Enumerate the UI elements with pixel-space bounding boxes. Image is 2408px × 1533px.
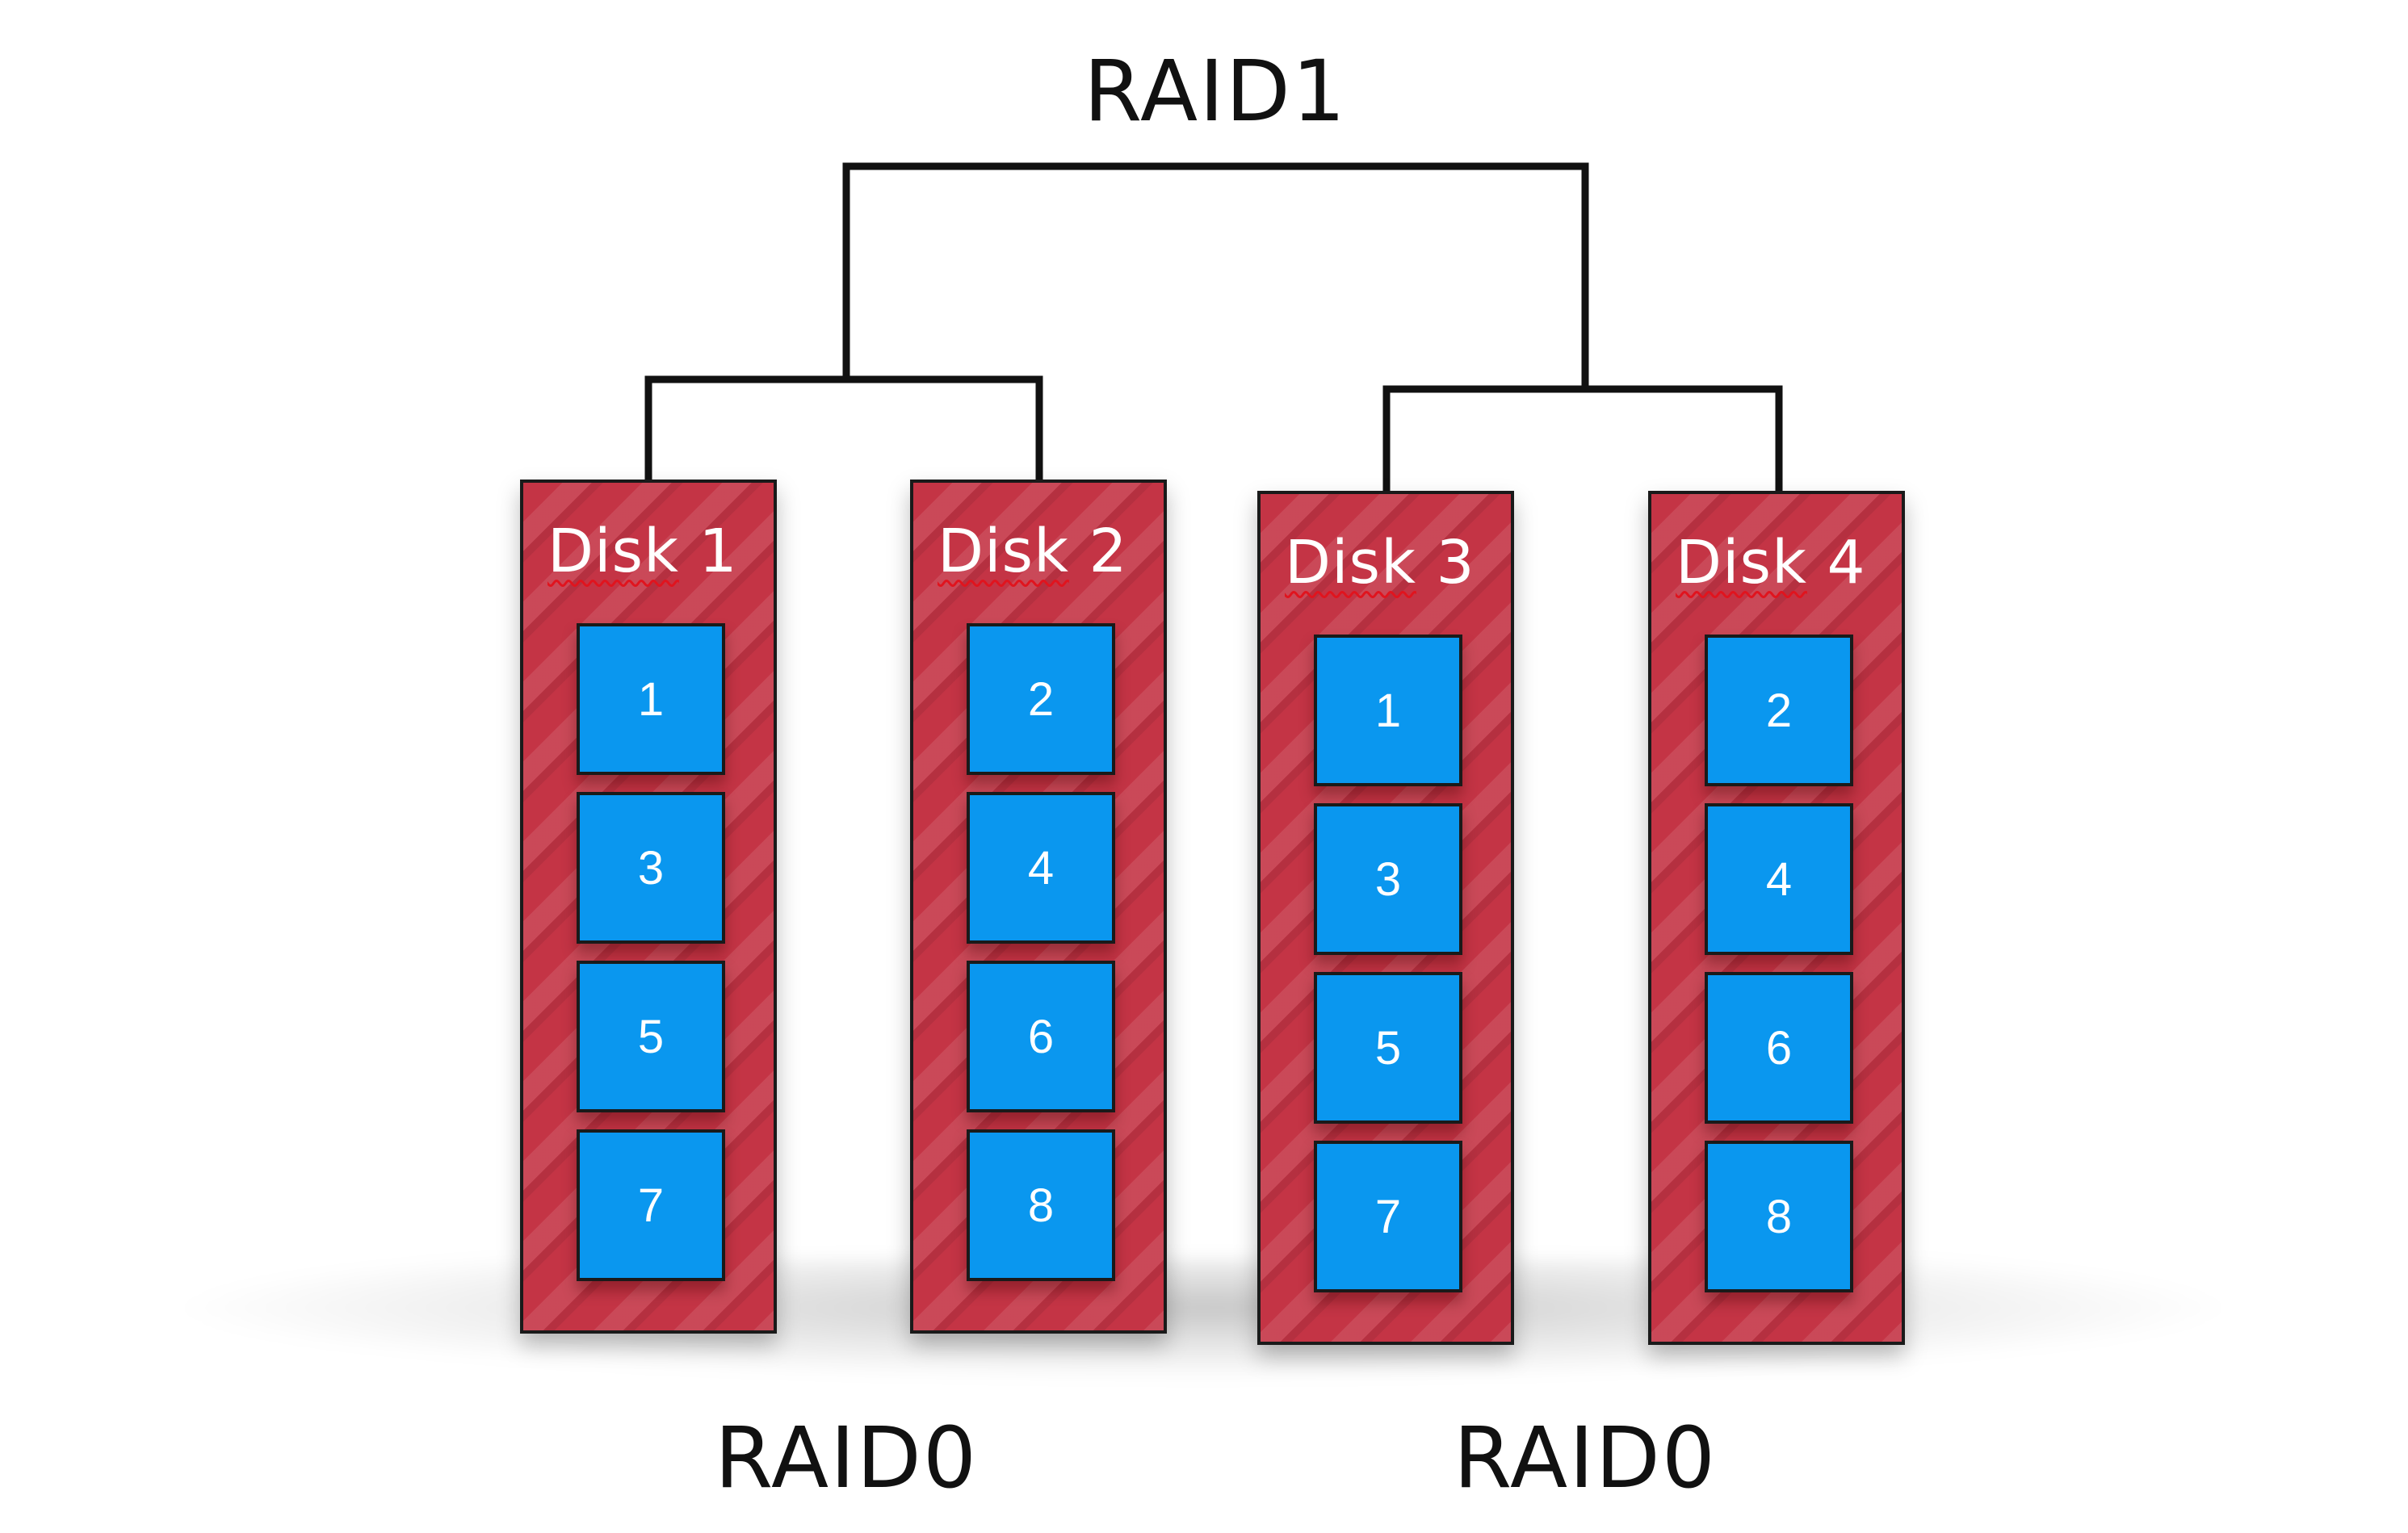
disk-2: Disk 2 2 4 6 8 [910, 480, 1167, 1334]
data-block: 8 [967, 1129, 1115, 1281]
raid0-left-bracket [644, 375, 1043, 480]
raid0-left-label: RAID0 [714, 1409, 979, 1507]
data-block: 7 [577, 1129, 725, 1281]
disk-label-word: Disk [1676, 528, 1807, 597]
disk-label-number: 3 [1416, 528, 1475, 597]
data-block: 3 [1314, 803, 1462, 955]
disk-label: Disk 3 [1285, 528, 1475, 597]
disk-1: Disk 1 1 3 5 7 [520, 480, 777, 1334]
disk-3: Disk 3 1 3 5 7 [1257, 491, 1514, 1345]
data-block: 7 [1314, 1141, 1462, 1292]
data-block: 4 [967, 792, 1115, 944]
data-block: 4 [1705, 803, 1853, 955]
disk-label-word: Disk [938, 517, 1069, 586]
disk-4: Disk 4 2 4 6 8 [1648, 491, 1905, 1345]
disk-label-number: 4 [1806, 528, 1866, 597]
raid1-bracket [842, 162, 1589, 389]
floor-shadow [162, 1259, 2245, 1380]
data-block: 5 [1314, 972, 1462, 1124]
data-block: 5 [577, 961, 725, 1112]
disk-label: Disk 4 [1676, 528, 1866, 597]
raid0-right-bracket [1382, 385, 1783, 491]
data-block: 2 [1705, 635, 1853, 786]
data-block: 3 [577, 792, 725, 944]
raid0-right-label: RAID0 [1453, 1409, 1718, 1507]
data-block: 6 [1705, 972, 1853, 1124]
disk-label: Disk 2 [938, 517, 1128, 586]
data-block: 1 [1314, 635, 1462, 786]
data-block: 6 [967, 961, 1115, 1112]
disk-label-word: Disk [547, 517, 679, 586]
data-block: 8 [1705, 1141, 1853, 1292]
disk-label-word: Disk [1285, 528, 1416, 597]
data-block: 1 [577, 623, 725, 775]
disk-label-number: 1 [678, 517, 738, 586]
disk-label-number: 2 [1068, 517, 1128, 586]
data-block: 2 [967, 623, 1115, 775]
raid1-label: RAID1 [1083, 42, 1348, 140]
disk-label: Disk 1 [547, 517, 738, 586]
